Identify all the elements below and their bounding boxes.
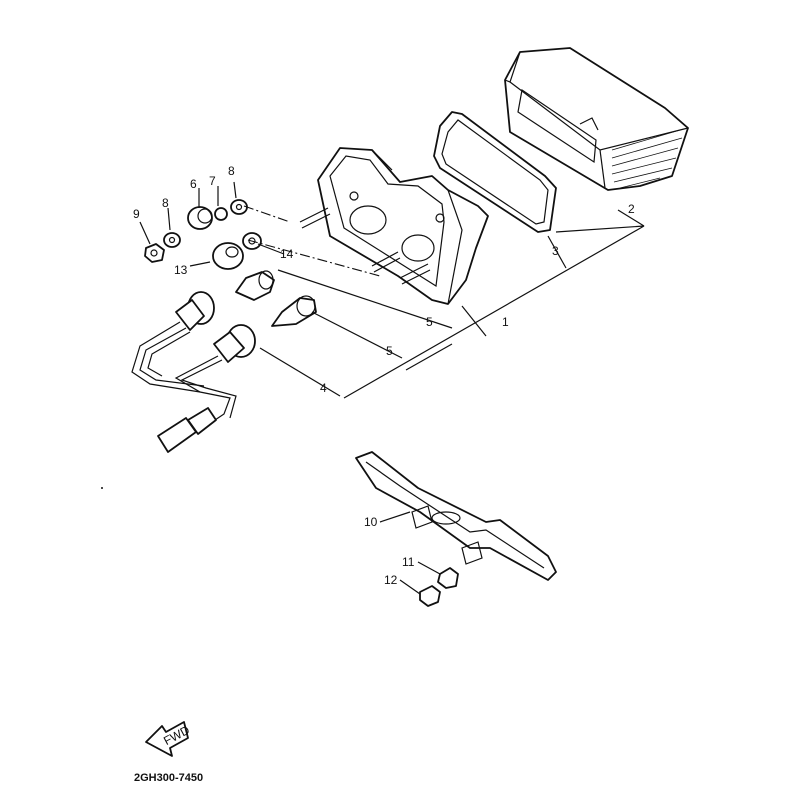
callout-12: 12 [384,573,398,587]
washer-part-8b [230,199,248,215]
callout-5a: 5 [426,315,433,329]
gasket-part-3 [433,111,557,233]
scan-dot [101,487,103,489]
grommet-part-13 [212,242,244,270]
grommet-part-6 [187,206,213,230]
callout-3: 3 [552,244,559,258]
spacer-part-7 [214,207,228,221]
socket-cord-part-4 [131,291,256,453]
callout-8b: 8 [162,196,169,210]
nut-part-11 [437,567,459,589]
callout-13: 13 [174,263,188,277]
license-bracket-part-10 [355,451,557,581]
part-code: 2GH300-7450 [134,772,203,784]
callout-9: 9 [133,207,140,221]
forward-arrow-icon: FWD [145,721,192,757]
callout-2: 2 [628,202,635,216]
callout-6: 6 [190,177,197,191]
callout-8a: 8 [228,164,235,178]
callout-1: 1 [502,315,509,329]
lens-cover-part-2 [504,47,689,191]
callout-10: 10 [364,515,378,529]
nut-part-9 [144,243,165,263]
callout-7: 7 [209,174,216,188]
washer-part-14 [242,232,262,250]
bulb-part-5a [235,270,275,301]
nut-part-12 [419,585,441,607]
callout-5b: 5 [386,344,393,358]
callout-14: 14 [280,247,294,261]
assembly-lines [139,181,645,595]
washer-part-8a [163,232,181,248]
bulb-part-5b [271,295,317,327]
callout-4: 4 [320,381,327,395]
callout-11: 11 [402,555,415,569]
taillight-housing-part-1 [299,147,489,305]
